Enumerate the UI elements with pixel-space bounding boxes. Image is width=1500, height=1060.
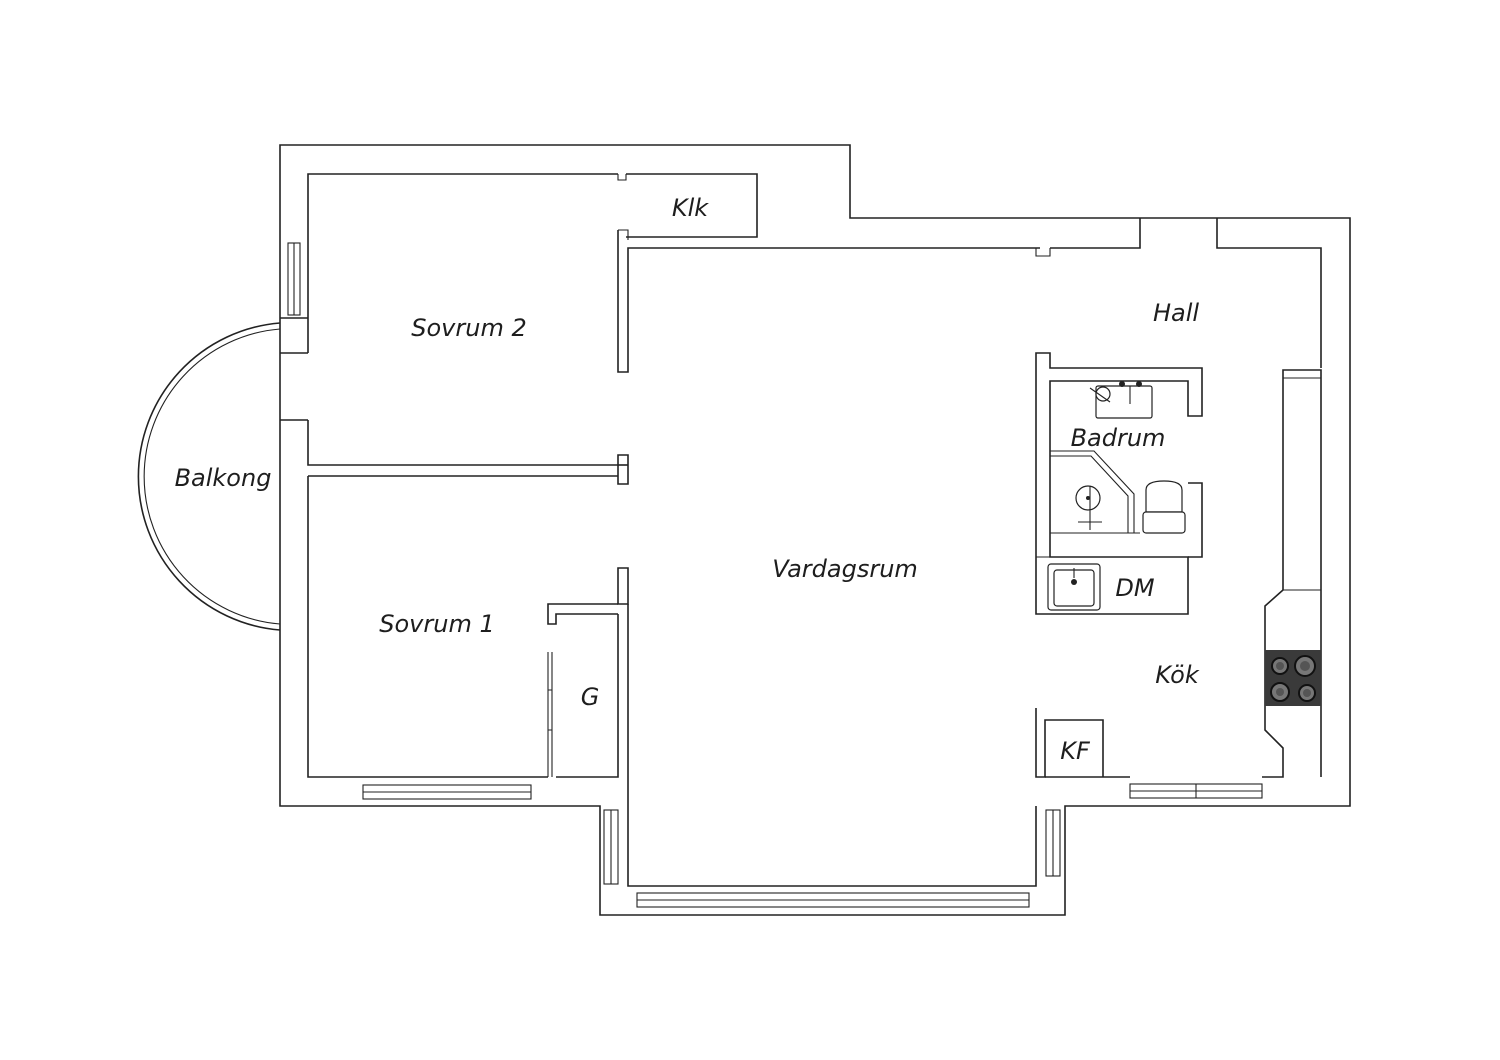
sink-icon (1047, 563, 1101, 611)
room-label-sovrum-2: Sovrum 2 (411, 314, 526, 342)
room-label-g: G (581, 683, 600, 711)
toilet-icon (1142, 480, 1186, 534)
room-label-hall: Hall (1153, 299, 1199, 327)
balcony (137, 322, 281, 631)
room-label-badrum: Badrum (1071, 424, 1166, 452)
windows (287, 242, 1263, 908)
inner-walls (280, 173, 1322, 887)
bathroom-block (1035, 352, 1203, 615)
room-label-kf: KF (1060, 737, 1091, 765)
shower-icon (1075, 485, 1102, 530)
stove-icon (1265, 650, 1321, 706)
room-labels: Klk Sovrum 2 Hall Badrum Balkong Vardags… (175, 194, 1200, 765)
kitchen-counter (1035, 369, 1322, 778)
room-label-vardagsrum: Vardagsrum (772, 555, 918, 583)
washbasin-icon (1089, 381, 1153, 419)
room-label-sovrum-1: Sovrum 1 (379, 610, 494, 638)
room-label-klk: Klk (672, 194, 709, 222)
room-label-dm: DM (1115, 574, 1154, 602)
room-label-balkong: Balkong (175, 464, 272, 492)
room-label-kok: Kök (1155, 661, 1200, 689)
outer-walls (279, 144, 1351, 916)
